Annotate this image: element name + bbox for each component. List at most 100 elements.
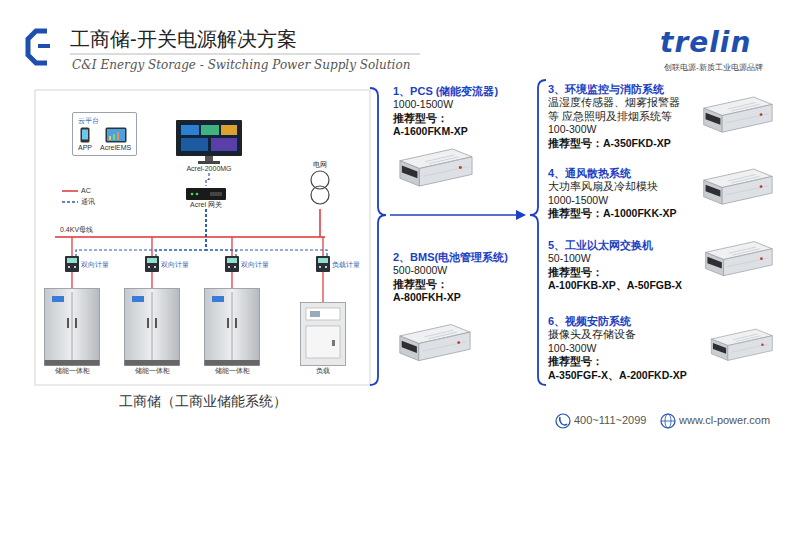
phone-icon-handset <box>560 417 567 425</box>
item-body: 500-8000W <box>393 264 523 278</box>
cabinet-stack: 储能一体柜 <box>44 288 100 375</box>
icon-part <box>228 266 230 268</box>
icon-part <box>67 318 69 328</box>
model-text: 推荐型号： <box>393 278 523 292</box>
item-body: 摄像头及存储设备 <box>548 328 708 342</box>
legend-text: AC <box>81 186 91 195</box>
item-heading: 2、BMS(电池管理系统) <box>393 250 523 264</box>
icon-part <box>82 130 88 140</box>
power-meter: 双向计量 <box>145 256 189 272</box>
icon-part <box>301 303 346 366</box>
icon-part <box>225 256 239 272</box>
icon-part <box>147 318 149 328</box>
load-cabinet: 负载 <box>300 302 346 375</box>
monitor-stack: Acrel-2000MG <box>176 120 242 173</box>
connector <box>231 272 232 288</box>
cloud-platform-box: 云平台APPAcrelEMS <box>72 112 137 156</box>
icon-part <box>221 125 237 135</box>
item-body: 1000-1500W <box>548 194 698 208</box>
icon-part <box>75 318 77 328</box>
icon-part <box>107 129 125 141</box>
connector <box>71 272 72 288</box>
page-title: 工商储-开关电源解决方案 <box>70 26 297 53</box>
left-brace <box>370 88 386 385</box>
power-meter: 双向计量 <box>225 256 269 272</box>
label-holder: 创联电源-新质工业电源品牌 <box>664 62 763 73</box>
meter-label: 双向计量 <box>81 260 109 269</box>
icon-part <box>148 266 150 268</box>
meter-row: 双向计量 <box>65 256 109 272</box>
cabinet-label: 储能一体柜 <box>55 366 90 375</box>
web-icon-equator <box>661 421 675 422</box>
icon-part <box>227 318 229 328</box>
label-holder: 400~111~2099 <box>574 414 646 426</box>
icon-part <box>232 292 233 360</box>
icon-part <box>68 266 70 268</box>
icon-part <box>198 161 220 164</box>
icon-part <box>72 292 73 360</box>
meter-icon <box>225 256 239 272</box>
load-icon <box>300 302 346 366</box>
bus-drop-line <box>71 237 72 256</box>
power-meter: 负载计量 <box>316 256 360 272</box>
model-text: A-350FGF-X、A-200FKD-XP <box>548 369 708 383</box>
platform-col: AcrelEMS <box>100 127 131 152</box>
psu-image <box>400 325 470 361</box>
grid-label: 电网 <box>313 160 327 169</box>
application-item: 5、工业以太网交换机50-100W推荐型号：A-100FKB-XP、A-50FG… <box>548 238 703 293</box>
connector <box>206 173 209 186</box>
legend-text: 通讯 <box>81 197 95 206</box>
application-item: 2、BMS(电池管理系统)500-8000W推荐型号：A-800FKH-XP <box>393 250 523 305</box>
application-item: 6、视频安防系统摄像头及存储设备100-300W推荐型号：A-350FGF-X、… <box>548 314 708 382</box>
bus-drop-line <box>231 237 232 256</box>
title-icon-bar <box>38 44 50 48</box>
item-heading: 3、环境监控与消防系统 <box>548 82 688 96</box>
monitor-station: Acrel-2000MG <box>176 120 242 173</box>
icon-part <box>181 138 208 151</box>
icon-part <box>125 360 180 366</box>
brand-logo: trelin <box>660 26 751 59</box>
cabinet-label: 储能一体柜 <box>215 366 250 375</box>
icon-part <box>332 340 335 346</box>
transformer-icon <box>305 169 335 207</box>
icon-part <box>109 136 111 140</box>
title-icon <box>28 31 50 63</box>
icon-part <box>205 289 260 366</box>
monitor-icon <box>176 120 242 164</box>
icon-part <box>210 192 222 196</box>
grid-drop-line <box>319 209 321 237</box>
item-body: 100-300W <box>548 342 708 356</box>
website: www.cl-power.com <box>679 414 770 426</box>
storage-cabinet: 储能一体柜 <box>44 288 100 375</box>
icon-part <box>211 138 237 151</box>
model-text: A-1600FKM-XP <box>393 125 523 139</box>
icon-part <box>105 128 126 143</box>
icon-part <box>74 266 76 268</box>
flow-arrow-head <box>516 210 526 220</box>
icon-part <box>316 256 330 272</box>
item-heading: 5、工业以太网交换机 <box>548 238 703 252</box>
icon-part <box>176 120 242 156</box>
grid-transformer: 电网 <box>305 160 335 207</box>
meter-row: 负载计量 <box>316 256 360 272</box>
cabinet-icon <box>204 288 260 366</box>
item-body: 50-100W <box>548 252 703 266</box>
phone-icon-ring <box>556 414 570 428</box>
icon-part <box>306 326 340 358</box>
icon-part <box>125 289 180 366</box>
icon-part <box>205 156 213 161</box>
model-text: 推荐型号： <box>393 112 523 126</box>
icon-part <box>205 360 260 366</box>
icon-part <box>147 258 157 263</box>
phone-number: 400~111~2099 <box>574 414 646 426</box>
icon-part <box>117 132 119 140</box>
icon-part <box>196 193 199 196</box>
connector <box>76 209 206 256</box>
model-text: 推荐型号：A-1000FKK-XP <box>548 207 698 221</box>
platform-title: 云平台 <box>78 116 131 125</box>
caption-block: 工商储（工商业储能系统） <box>35 393 370 411</box>
model-text: 推荐型号： <box>548 266 703 280</box>
gateway-icon <box>186 186 226 200</box>
icon-part <box>306 308 340 320</box>
monitor-label: Acrel-2000MG <box>186 164 231 173</box>
